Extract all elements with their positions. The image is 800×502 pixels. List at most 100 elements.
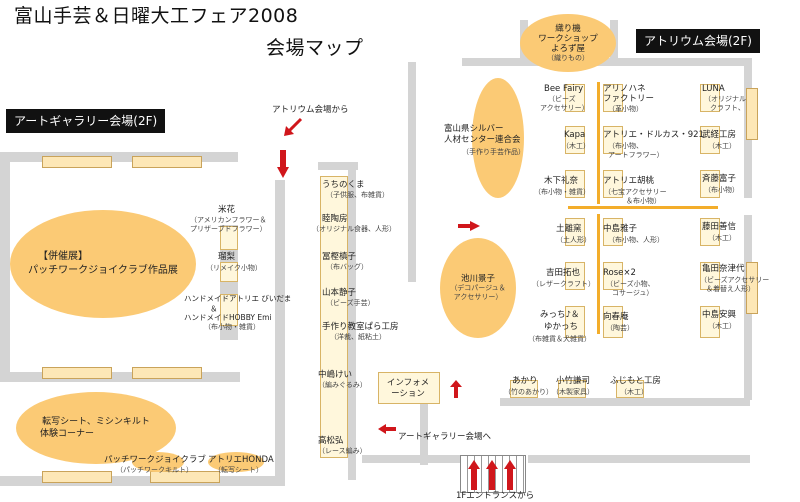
booth-handmade-atelier-bidama[interactable]: ハンドメイドアトリエ びいだま: [184, 294, 292, 303]
loom-category: （織りもの）: [547, 53, 589, 62]
booth-marker: [220, 262, 238, 282]
booth-rose-x2-category: （ビーズ小物、: [606, 280, 655, 288]
loom-name-1: 織り機: [555, 23, 581, 34]
from-atrium-label: アトリウム会場から: [272, 105, 349, 115]
booth-atelier-kurumi-category: ＆布小物）: [626, 197, 661, 205]
booth-togashi-makiko[interactable]: 冨樫槙子: [322, 252, 357, 262]
booth-ruri[interactable]: 瑠梨: [218, 252, 236, 262]
wall: [408, 62, 416, 282]
wall: [420, 395, 428, 465]
map-subtitle: 会場マップ: [266, 37, 364, 59]
booth-ikegawa-keiko[interactable]: 池川景子 （デコパージュ＆ アクセサリー）: [440, 238, 516, 338]
booth-togashi-makiko-category: （布バッグ）: [326, 263, 368, 271]
booth-saito-tomiko[interactable]: 斉藤富子: [702, 174, 737, 184]
booth-marker: [220, 226, 238, 250]
booth-akari[interactable]: あかり: [512, 376, 538, 386]
booth-dorigama-category: （土人形）: [556, 236, 591, 244]
booth-yamamoto-shizuko[interactable]: 山本静子: [322, 288, 357, 298]
booth-patchwork-joy-club[interactable]: パッチワークジョイクラブ: [104, 455, 206, 465]
booth-arinohane[interactable]: アリノハネ: [603, 84, 646, 94]
booth-dorigama[interactable]: 土離窯: [556, 224, 582, 234]
booth-rose-x2-category: コサージュ）: [612, 289, 654, 297]
window: [42, 471, 112, 483]
booth-mutsumi-toubou[interactable]: 睦陶房: [322, 214, 348, 224]
up-arrow-icon: [450, 380, 462, 398]
wall: [0, 476, 285, 486]
booth-kotake-kenji[interactable]: 小竹謙司: [556, 376, 591, 386]
wall: [0, 152, 10, 382]
booth-nakashima-kei[interactable]: 中嶋けい: [318, 370, 353, 380]
wall: [528, 455, 750, 463]
booth-atelier-kurumi-category: （七宝アクセサリー: [604, 188, 667, 196]
booth-kinoshita-reina[interactable]: 木下礼奈: [544, 176, 579, 186]
art-gallery-hall-label: アートギャラリー会場(2F): [6, 109, 166, 133]
booth-nakashima-kei-category: （編みぐるみ）: [318, 381, 367, 389]
booth-kapa[interactable]: Kapa: [564, 130, 586, 140]
booth-atelier-honda[interactable]: アトリエHONDA: [208, 455, 274, 465]
up-arrow-icon: [504, 460, 516, 490]
wall: [275, 180, 285, 486]
booth-marker: [603, 306, 623, 338]
booth-patchwork-joy-club-category: （パッチワークキルト）: [116, 466, 193, 474]
booth-koushunan[interactable]: 向春庵: [603, 312, 629, 322]
booth-uchinokuma[interactable]: うちのくま: [322, 180, 365, 190]
booth-marker: [700, 84, 720, 112]
wall: [0, 152, 238, 162]
booth-marker: [603, 84, 623, 112]
booth-marker: [616, 380, 644, 398]
booth-michi-category: （布雑貨＆犬雑貨）: [528, 335, 591, 343]
booth-luna[interactable]: LUNA: [702, 84, 725, 94]
booth-takamatsu-hiroshi-category: （レース編み）: [318, 447, 367, 455]
booth-atelier-dorcas-category: アートフラワー）: [608, 151, 664, 159]
booth-toyama-silver[interactable]: 富山県シルバー: [444, 124, 504, 134]
down-arrow-icon: [277, 150, 289, 178]
booth-kameda-natsuyo[interactable]: 亀田奈津代: [702, 264, 745, 274]
booth-michi[interactable]: みっち♪＆: [540, 310, 580, 320]
booth-bee-fairy[interactable]: Bee Fairy: [544, 84, 584, 94]
booth-arinohane-category: （革小物）: [608, 105, 643, 113]
wall: [500, 398, 750, 406]
booth-fujimoto-koubou[interactable]: ふじもと工房: [610, 376, 661, 386]
wall: [462, 58, 752, 66]
booth-akari-category: （竹のあかり）: [504, 388, 553, 396]
booth-atelier-kurumi[interactable]: アトリエ胡桃: [603, 176, 655, 186]
divider: [597, 82, 600, 204]
workshop-line-1: 転写シート、ミシンキルト: [42, 417, 150, 427]
booth-handmade-hobby-emi[interactable]: ハンドメイドHOBBY Emi: [184, 313, 272, 322]
information-desk[interactable]: [378, 372, 440, 404]
booth-nakajima-yasuoki[interactable]: 中島安興: [702, 310, 737, 320]
booth-loom-workshop[interactable]: 織り機 ワークショップ よろず屋 （織りもの）: [520, 14, 616, 72]
information-label: インフォメーション: [386, 378, 430, 399]
booth-marker: [603, 126, 623, 154]
booth-atelier-honda-category: （転写シート）: [214, 466, 263, 474]
booth-marker: [700, 262, 720, 290]
booth-para-koubou[interactable]: 手作り教室ぱら工房: [322, 322, 399, 332]
booth-koushunan-category: （陶芸）: [606, 324, 634, 332]
booth-rose-x2[interactable]: Rose×2: [603, 268, 636, 278]
booth-kinoshita-reina-category: （布小物・雑貨）: [534, 188, 590, 196]
booth-atelier-dorcas[interactable]: アトリエ・ドルカス・921: [603, 130, 704, 140]
booth-saito-tomiko-category: （布小物）: [704, 186, 739, 194]
booth-marker: [565, 218, 585, 246]
ikegawa-category-2: アクセサリー）: [453, 293, 503, 301]
booth-fujita-yoshinobu[interactable]: 藤田善信: [702, 222, 737, 232]
booth-marker: [565, 306, 585, 338]
booth-yukachi[interactable]: ゆかっち: [544, 322, 579, 332]
booth-bukei-koubou[interactable]: 武経工房: [702, 130, 737, 140]
joint-exhibition-booth[interactable]: 【併催展】 パッチワークジョイクラブ作品展: [10, 210, 196, 318]
wall: [362, 455, 460, 463]
window: [132, 367, 202, 379]
booth-uchinokuma-category: （子供服、布雑貨）: [326, 191, 389, 199]
exhibition-name: パッチワークジョイクラブ作品展: [28, 265, 178, 276]
booth-marker: [565, 170, 585, 198]
booth-para-koubou-category: （洋裁、紙粘土）: [330, 333, 386, 341]
booth-beika[interactable]: 米花: [218, 205, 236, 215]
booth-silver-center[interactable]: 人材センター連合会: [444, 135, 521, 145]
booth-handmade-and: ＆: [210, 304, 218, 313]
booth-takamatsu-hiroshi[interactable]: 高松弘: [318, 436, 344, 446]
booth-yoshida-takuya[interactable]: 吉田拓也: [546, 268, 581, 278]
booth-handmade-category: （布小物・雑貨）: [204, 323, 260, 331]
exhibition-tag: 【併催展】: [38, 251, 88, 262]
booth-nakajima-masako[interactable]: 中島雅子: [603, 224, 638, 234]
booth-arinohane-factory[interactable]: ファクトリー: [603, 94, 655, 104]
